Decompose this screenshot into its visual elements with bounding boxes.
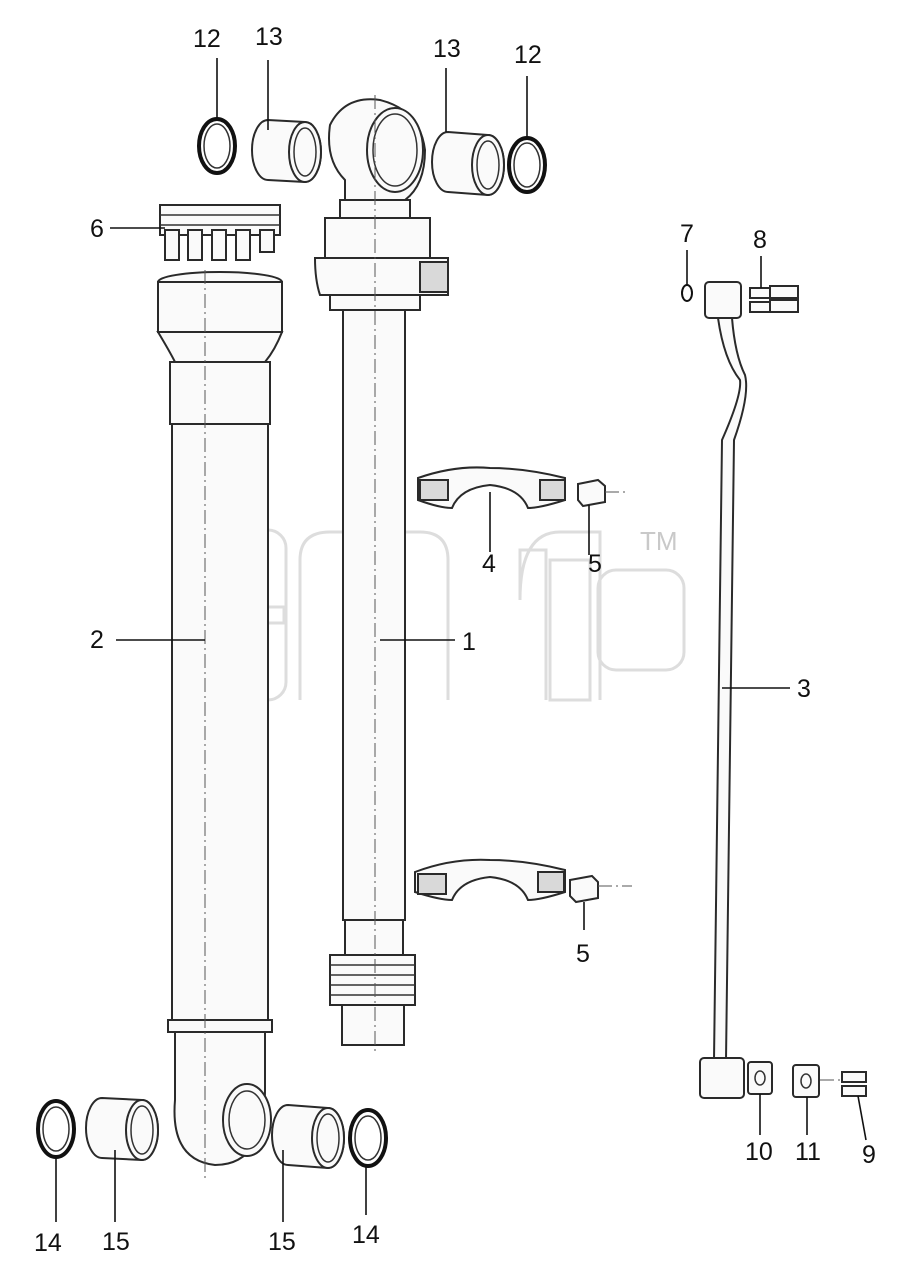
pipe-clamp-lower [414,858,566,902]
label-2: 2 [90,626,104,654]
label-5-upper: 5 [588,550,602,578]
hydraulic-pipe [699,281,748,1099]
o-ring-small [681,284,693,302]
clamp-block-upper [577,478,628,508]
bolt-set-top [159,204,281,261]
label-4: 4 [482,550,496,578]
label-14-bottom-right: 14 [352,1221,380,1249]
rod-eye-top [313,98,449,311]
label-13-top-left: 13 [255,23,283,51]
label-8: 8 [753,226,767,254]
leader-lines [55,58,867,1222]
bushing-bottom-right [271,1103,345,1170]
label-11: 11 [795,1138,821,1166]
trademark-mark: TM [640,526,678,556]
label-12-top-left: 12 [193,25,221,53]
o-ring-top-right [507,136,547,194]
label-5-lower: 5 [576,940,590,968]
o-ring-top-left [197,117,237,175]
label-9: 9 [862,1141,876,1169]
o-ring-bottom-left [36,1099,76,1159]
label-15-bottom-left: 15 [102,1228,130,1256]
label-12-top-right: 12 [514,41,542,69]
part-labels: 12 13 13 12 6 2 1 3 4 5 5 7 8 10 11 9 14… [34,23,876,1257]
o-ring-bottom-right [348,1108,388,1168]
label-6: 6 [90,215,104,243]
label-15-bottom-right: 15 [268,1228,296,1256]
bolt-pair-bottom [841,1071,867,1097]
bushing-bottom-left [85,1096,159,1162]
label-3: 3 [797,675,811,703]
flange-11 [792,1064,842,1098]
label-13-top-right: 13 [433,35,461,63]
label-7: 7 [680,220,694,248]
cylinder-barrel [156,270,284,1180]
pipe-clamp-upper [417,466,566,510]
clamp-block-lower [569,874,632,904]
bolt-pair-top [749,285,799,313]
label-14-bottom-left: 14 [34,1229,62,1257]
flange-10 [747,1061,773,1095]
label-10: 10 [745,1138,773,1166]
bushing-top-right [431,130,505,197]
label-1: 1 [462,628,476,656]
bushing-top-left [251,118,322,184]
piston-rod [329,95,416,1055]
